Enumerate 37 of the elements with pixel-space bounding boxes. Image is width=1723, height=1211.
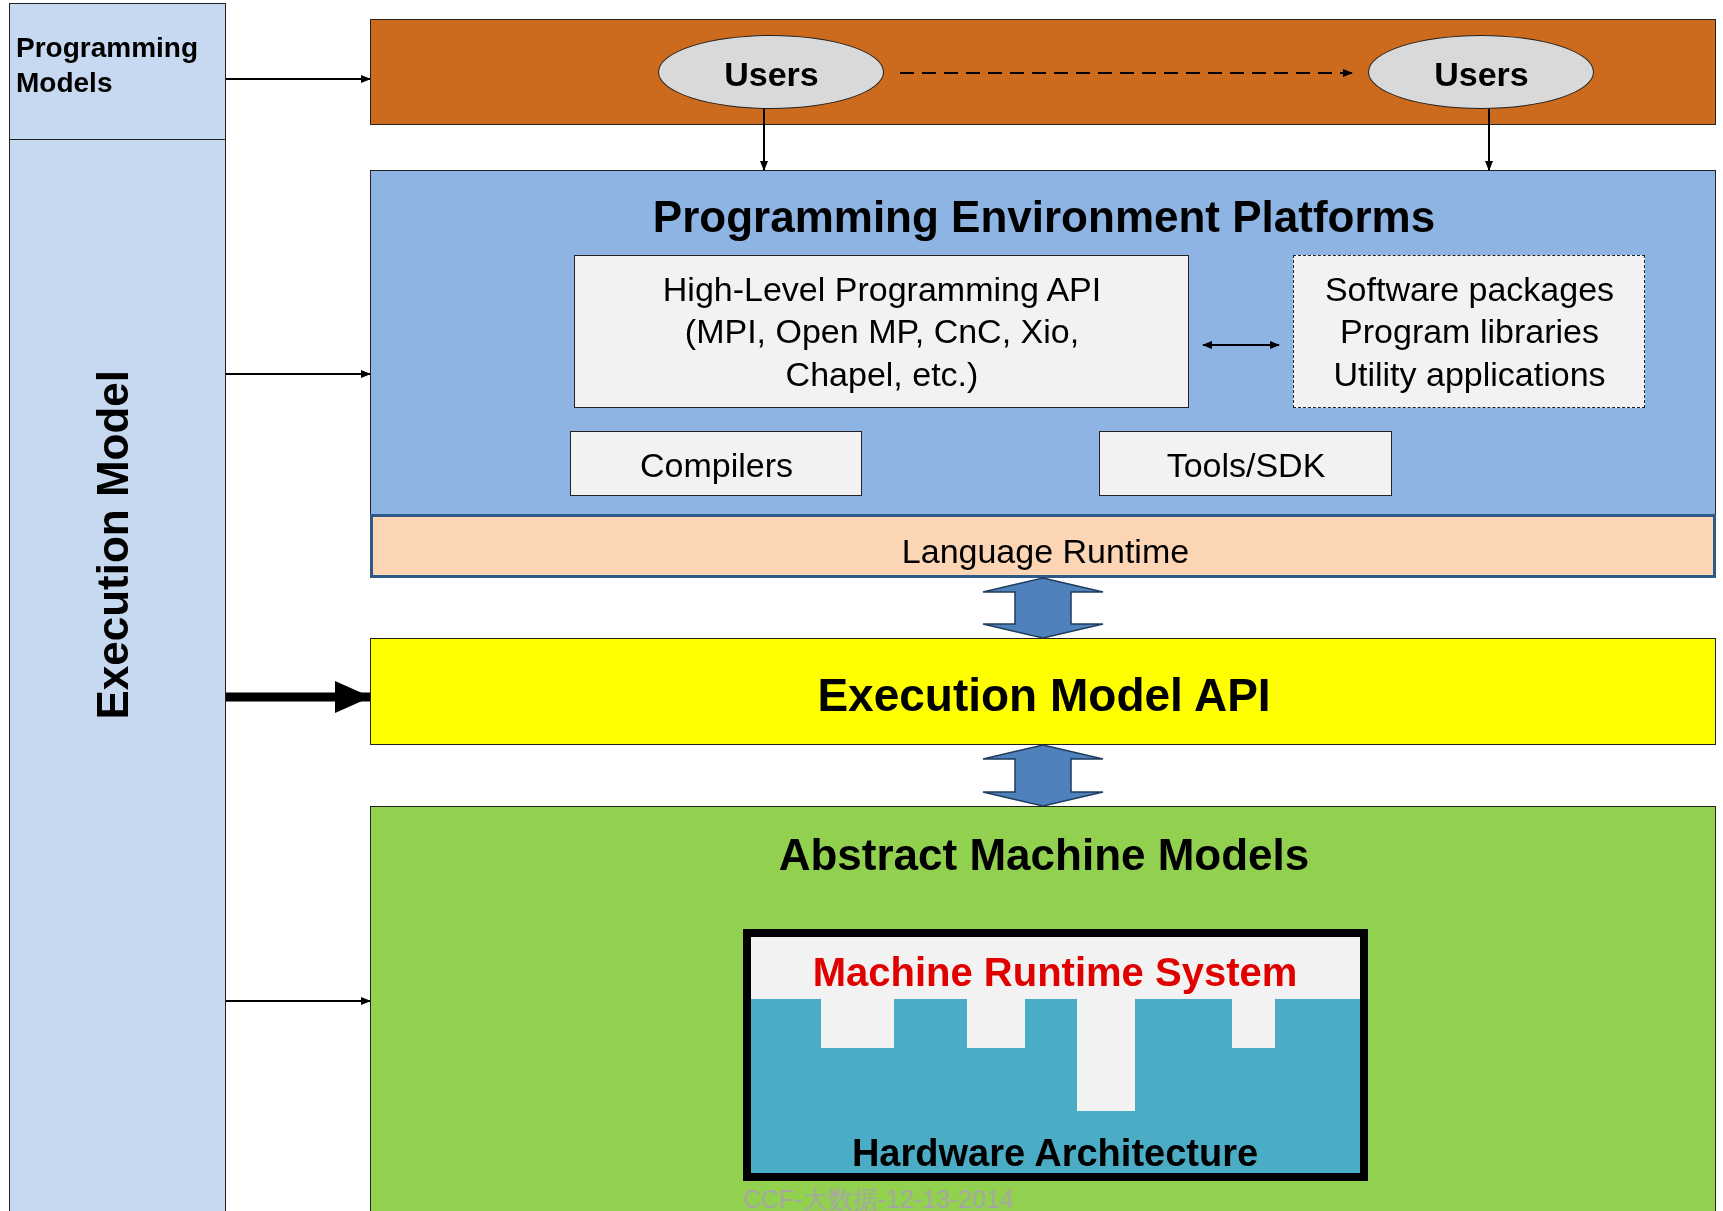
block-arrow bbox=[982, 744, 1104, 807]
api-band bbox=[370, 638, 1716, 745]
box-title: Machine Runtime System bbox=[811, 948, 1299, 996]
dashed-arrow bbox=[899, 69, 1353, 77]
compiler-box bbox=[569, 430, 862, 496]
box-title: Programming Models bbox=[16, 31, 200, 100]
library-box bbox=[1292, 254, 1645, 408]
box-title: Software packages Program libraries Utility applications bbox=[1323, 268, 1616, 395]
api-box bbox=[573, 254, 1189, 408]
machine-box bbox=[370, 806, 1716, 1211]
box-title: Programming Environment Platforms bbox=[651, 191, 1437, 243]
box-title: Users bbox=[723, 53, 820, 95]
label-box bbox=[9, 3, 226, 140]
box-title: Execution Model API bbox=[816, 668, 1272, 723]
block-arrow bbox=[982, 577, 1104, 639]
vertical-label: Execution Model bbox=[87, 370, 138, 720]
box-title: Tools/SDK bbox=[1165, 444, 1327, 486]
footer-text: CCF-大数据-12-13-2014 bbox=[743, 1184, 1014, 1211]
arrow bbox=[760, 108, 768, 171]
runtime-band bbox=[369, 513, 1716, 578]
platform-box bbox=[370, 170, 1716, 578]
arrow bbox=[225, 997, 371, 1005]
box-title: Language Runtime bbox=[900, 530, 1191, 572]
arrow bbox=[226, 681, 371, 713]
user-band bbox=[370, 19, 1716, 125]
box-title: Compilers bbox=[638, 444, 794, 486]
box-title: Abstract Machine Models bbox=[777, 829, 1311, 881]
tools-box bbox=[1098, 430, 1392, 496]
machine-runtime-drawing bbox=[742, 928, 1368, 1181]
box-title: Users bbox=[1433, 53, 1530, 95]
double-arrow bbox=[1202, 341, 1280, 349]
box-text: Hardware Architecture bbox=[850, 1130, 1260, 1176]
sidebar-box bbox=[9, 140, 226, 1211]
arrow bbox=[225, 370, 371, 378]
arrow bbox=[1485, 108, 1493, 171]
box-title: High-Level Programming API (MPI, Open MP, CnC, Xio, Chapel, etc.) bbox=[661, 268, 1103, 395]
arrow bbox=[225, 75, 371, 83]
